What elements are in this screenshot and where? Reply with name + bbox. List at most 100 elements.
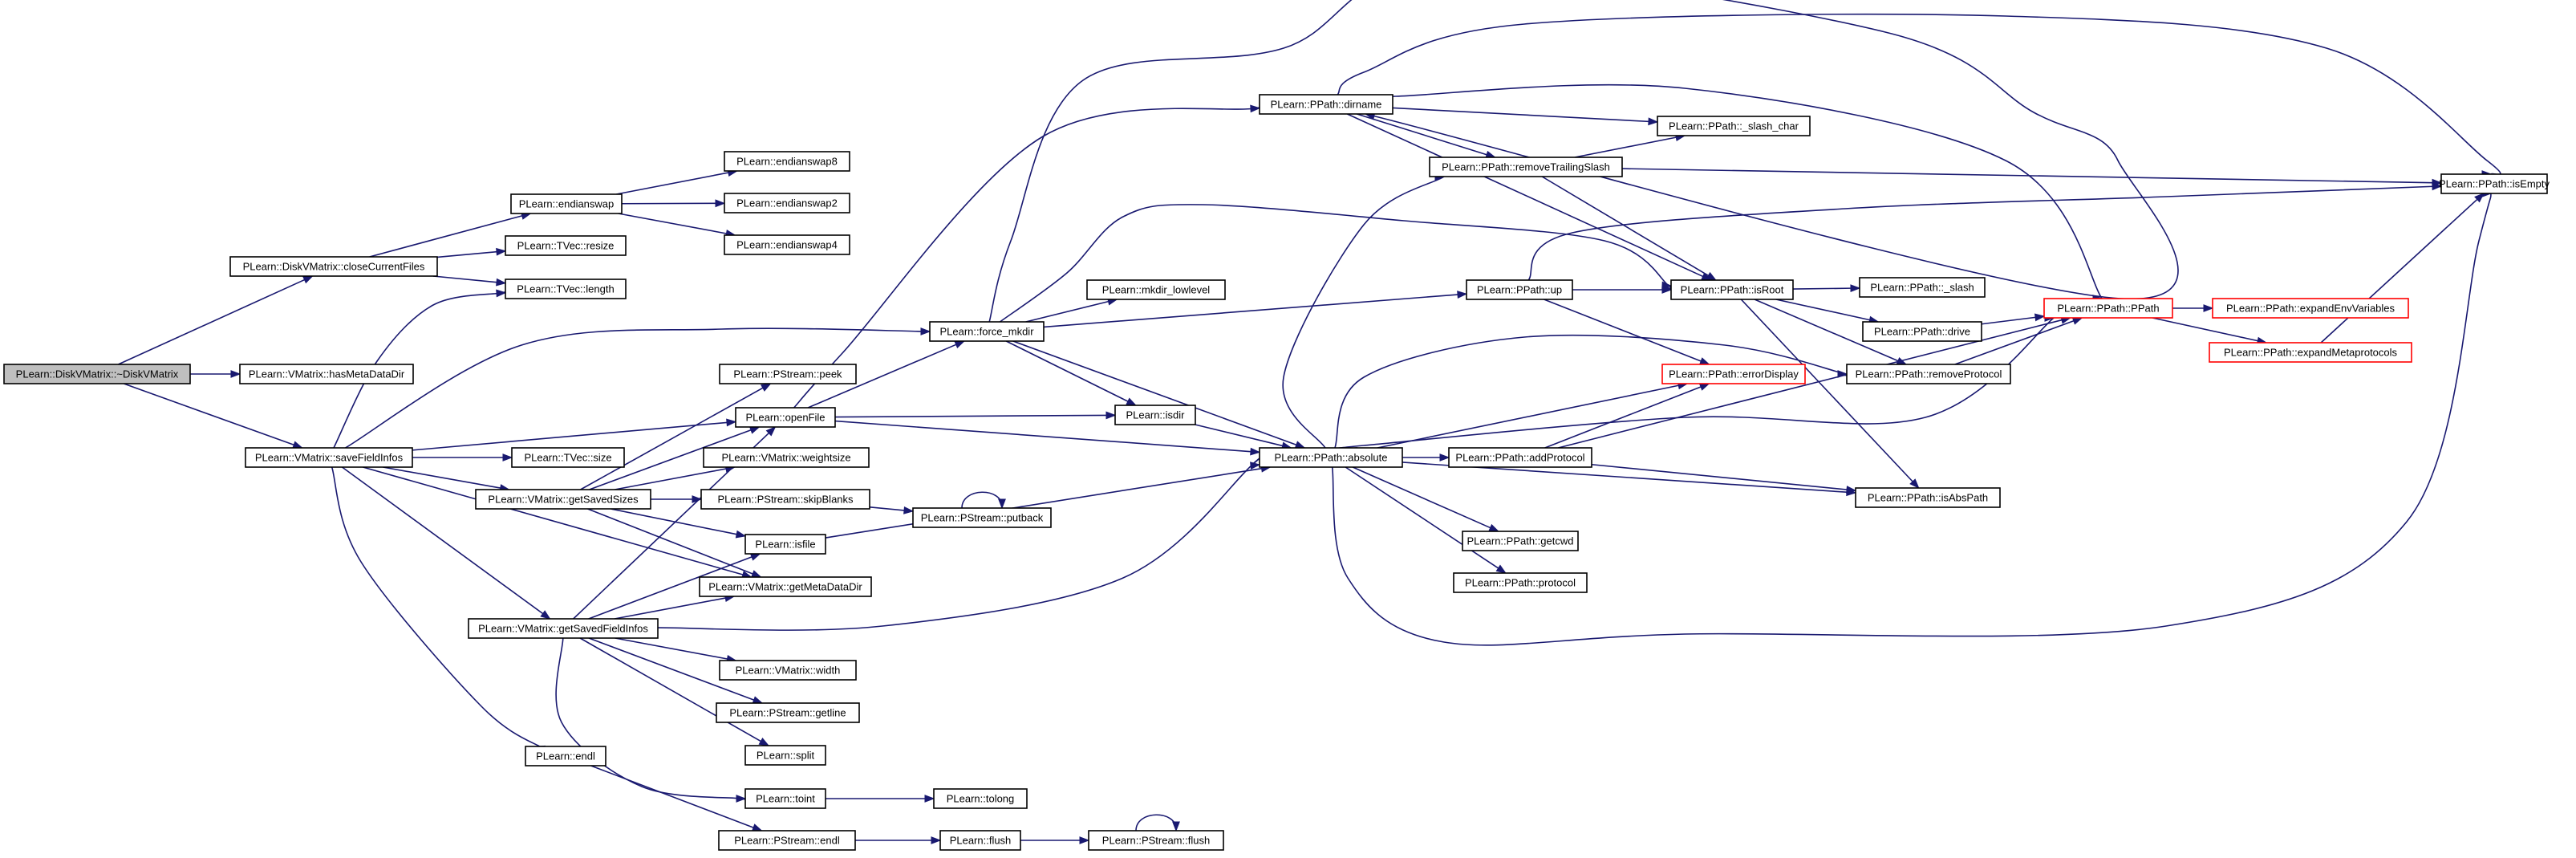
function-node-putback[interactable]: PLearn::PStream::putback — [912, 507, 1052, 528]
call-edge — [834, 420, 1251, 453]
function-node-peek[interactable]: PLearn::PStream::peek — [719, 364, 857, 384]
function-node-isroot[interactable]: PLearn::PPath::isRoot — [1670, 279, 1794, 300]
call-edge — [793, 105, 1271, 409]
function-node-closecurrentfiles[interactable]: PLearn::DiskVMatrix::closeCurrentFiles — [229, 256, 438, 277]
function-node-removetrailingslash[interactable]: PLearn::PPath::removeTrailingSlash — [1429, 157, 1623, 177]
node-label: PLearn::force_mkdir — [939, 326, 1034, 338]
node-box — [716, 702, 860, 723]
function-node-expandmetaprotocols[interactable]: PLearn::PPath::expandMetaprotocols — [2209, 342, 2412, 363]
edge-arrowhead — [931, 836, 942, 844]
node-label: PLearn::PStream::peek — [733, 368, 842, 380]
function-node-weightsize[interactable]: PLearn::VMatrix::weightsize — [703, 447, 870, 468]
edge-arrowhead — [1250, 462, 1261, 470]
edge-arrowhead — [1698, 357, 1710, 365]
node-label: PLearn::PPath::absolute — [1275, 452, 1388, 464]
function-node-flush[interactable]: PLearn::flush — [939, 830, 1021, 851]
function-node-pflush[interactable]: PLearn::PStream::flush — [1088, 830, 1224, 851]
function-node-isdir[interactable]: PLearn::isdir — [1114, 405, 1196, 425]
function-node-split[interactable]: PLearn::split — [744, 745, 826, 766]
function-node-force-mkdir[interactable]: PLearn::force_mkdir — [929, 321, 1045, 342]
function-node-endianswap8[interactable]: PLearn::endianswap8 — [724, 151, 850, 172]
function-node-isempty[interactable]: PLearn::PPath::isEmpty — [2439, 173, 2550, 194]
edge-arrowhead — [230, 370, 241, 378]
function-node-mkdir-lowlevel[interactable]: PLearn::mkdir_lowlevel — [1086, 279, 1226, 300]
node-label: PLearn::PStream::flush — [1102, 835, 1210, 847]
node-label: PLearn::TVec::length — [517, 283, 614, 295]
call-edge — [1544, 299, 1702, 362]
call-edge — [1135, 814, 1177, 832]
function-node-slash-char[interactable]: PLearn::PPath::_slash_char — [1657, 116, 1811, 136]
function-node-toint[interactable]: PLearn::toint — [744, 788, 826, 809]
call-edge — [1527, 185, 2458, 281]
function-node-endianswap[interactable]: PLearn::endianswap — [510, 193, 623, 214]
function-node-getcwd[interactable]: PLearn::PPath::getcwd — [1462, 531, 1579, 551]
edge-arrowhead — [1648, 117, 1659, 126]
function-node-endl[interactable]: PLearn::endl — [525, 746, 606, 767]
function-node-tvsize[interactable]: PLearn::TVec::size — [511, 447, 625, 468]
node-box — [933, 788, 1028, 809]
edge-arrowhead — [1837, 370, 1848, 378]
node-label: PLearn::mkdir_lowlevel — [1102, 284, 1211, 296]
call-edge — [432, 275, 497, 283]
function-node-ppath[interactable]: PLearn::PPath::PPath — [2043, 298, 2173, 319]
call-edge — [383, 466, 501, 489]
node-box — [468, 618, 659, 639]
function-node-isabspath[interactable]: PLearn::PPath::isAbsPath — [1855, 487, 2001, 508]
call-edge — [1574, 136, 1677, 158]
edge-arrowhead — [765, 426, 777, 437]
function-node-width[interactable]: PLearn::VMatrix::width — [719, 660, 857, 681]
edge-arrowhead — [540, 610, 551, 620]
function-node-drive[interactable]: PLearn::PPath::drive — [1862, 321, 1982, 342]
function-node-absolute[interactable]: PLearn::PPath::absolute — [1259, 447, 1403, 468]
function-node-removeprotocol[interactable]: PLearn::PPath::removeProtocol — [1846, 364, 2011, 384]
node-label: PLearn::PPath::PPath — [2057, 303, 2159, 315]
function-node-up[interactable]: PLearn::PPath::up — [1466, 279, 1573, 300]
call-edge — [611, 508, 737, 535]
node-label: PLearn::PPath::dirname — [1271, 99, 1382, 111]
call-edge — [1541, 176, 1709, 277]
node-label: PLearn::PPath::isEmpty — [2439, 178, 2550, 190]
node-layer: PLearn::DiskVMatrix::~DiskVMatrixPLearn:… — [3, 94, 2550, 851]
function-node-savefieldinfos[interactable]: PLearn::VMatrix::saveFieldInfos — [245, 447, 413, 468]
function-node-slash[interactable]: PLearn::PPath::_slash — [1859, 277, 1986, 298]
call-edge — [587, 508, 753, 575]
call-edge — [331, 466, 551, 754]
function-node-expandenvvariables[interactable]: PLearn::PPath::expandEnvVariables — [2212, 298, 2409, 319]
edge-arrowhead — [749, 553, 761, 561]
function-node-pendl[interactable]: PLearn::PStream::endl — [718, 830, 856, 851]
call-edge — [1544, 386, 1702, 449]
node-box — [939, 830, 1021, 851]
call-edge — [807, 344, 957, 409]
function-node-getsavedsizes[interactable]: PLearn::VMatrix::getSavedSizes — [475, 489, 651, 510]
function-node-getmetadatadir[interactable]: PLearn::VMatrix::getMetaDataDir — [699, 576, 872, 597]
function-node-protocol[interactable]: PLearn::PPath::protocol — [1453, 572, 1588, 593]
function-node-tolong[interactable]: PLearn::tolong — [933, 788, 1028, 809]
function-node-openfile[interactable]: PLearn::openFile — [735, 407, 836, 428]
node-label: PLearn::VMatrix::width — [736, 665, 841, 677]
call-edge — [1357, 113, 1487, 156]
call-edge — [369, 215, 522, 258]
function-node-errordisplay[interactable]: PLearn::PPath::errorDisplay — [1661, 364, 1806, 384]
function-node-dirname[interactable]: PLearn::PPath::dirname — [1259, 94, 1393, 115]
call-edge — [614, 597, 726, 620]
edge-arrowhead — [292, 441, 303, 449]
node-box — [1462, 531, 1579, 551]
function-node-getline[interactable]: PLearn::PStream::getline — [716, 702, 860, 723]
function-node-endianswap4[interactable]: PLearn::endianswap4 — [724, 234, 850, 255]
call-edge — [588, 556, 753, 620]
function-node-resize[interactable]: PLearn::TVec::resize — [505, 235, 627, 256]
function-node-addprotocol[interactable]: PLearn::PPath::addProtocol — [1448, 447, 1592, 468]
function-node-root[interactable]: PLearn::DiskVMatrix::~DiskVMatrix — [3, 364, 191, 384]
function-node-getsavedfieldinfos[interactable]: PLearn::VMatrix::getSavedFieldInfos — [468, 618, 659, 639]
call-edge — [2152, 317, 2258, 342]
call-edge — [1345, 466, 1499, 569]
function-node-endianswap2[interactable]: PLearn::endianswap2 — [724, 193, 850, 213]
function-node-skipblanks[interactable]: PLearn::PStream::skipBlanks — [700, 489, 870, 510]
function-node-hasmetadatadir[interactable]: PLearn::VMatrix::hasMetaDataDir — [239, 364, 414, 384]
edge-arrowhead — [726, 418, 737, 427]
function-node-length[interactable]: PLearn::TVec::length — [505, 279, 627, 299]
function-node-isfile[interactable]: PLearn::isfile — [744, 534, 826, 555]
edge-arrowhead — [1909, 478, 1920, 490]
edge-arrowhead — [903, 506, 915, 514]
call-edge — [1043, 294, 1458, 328]
